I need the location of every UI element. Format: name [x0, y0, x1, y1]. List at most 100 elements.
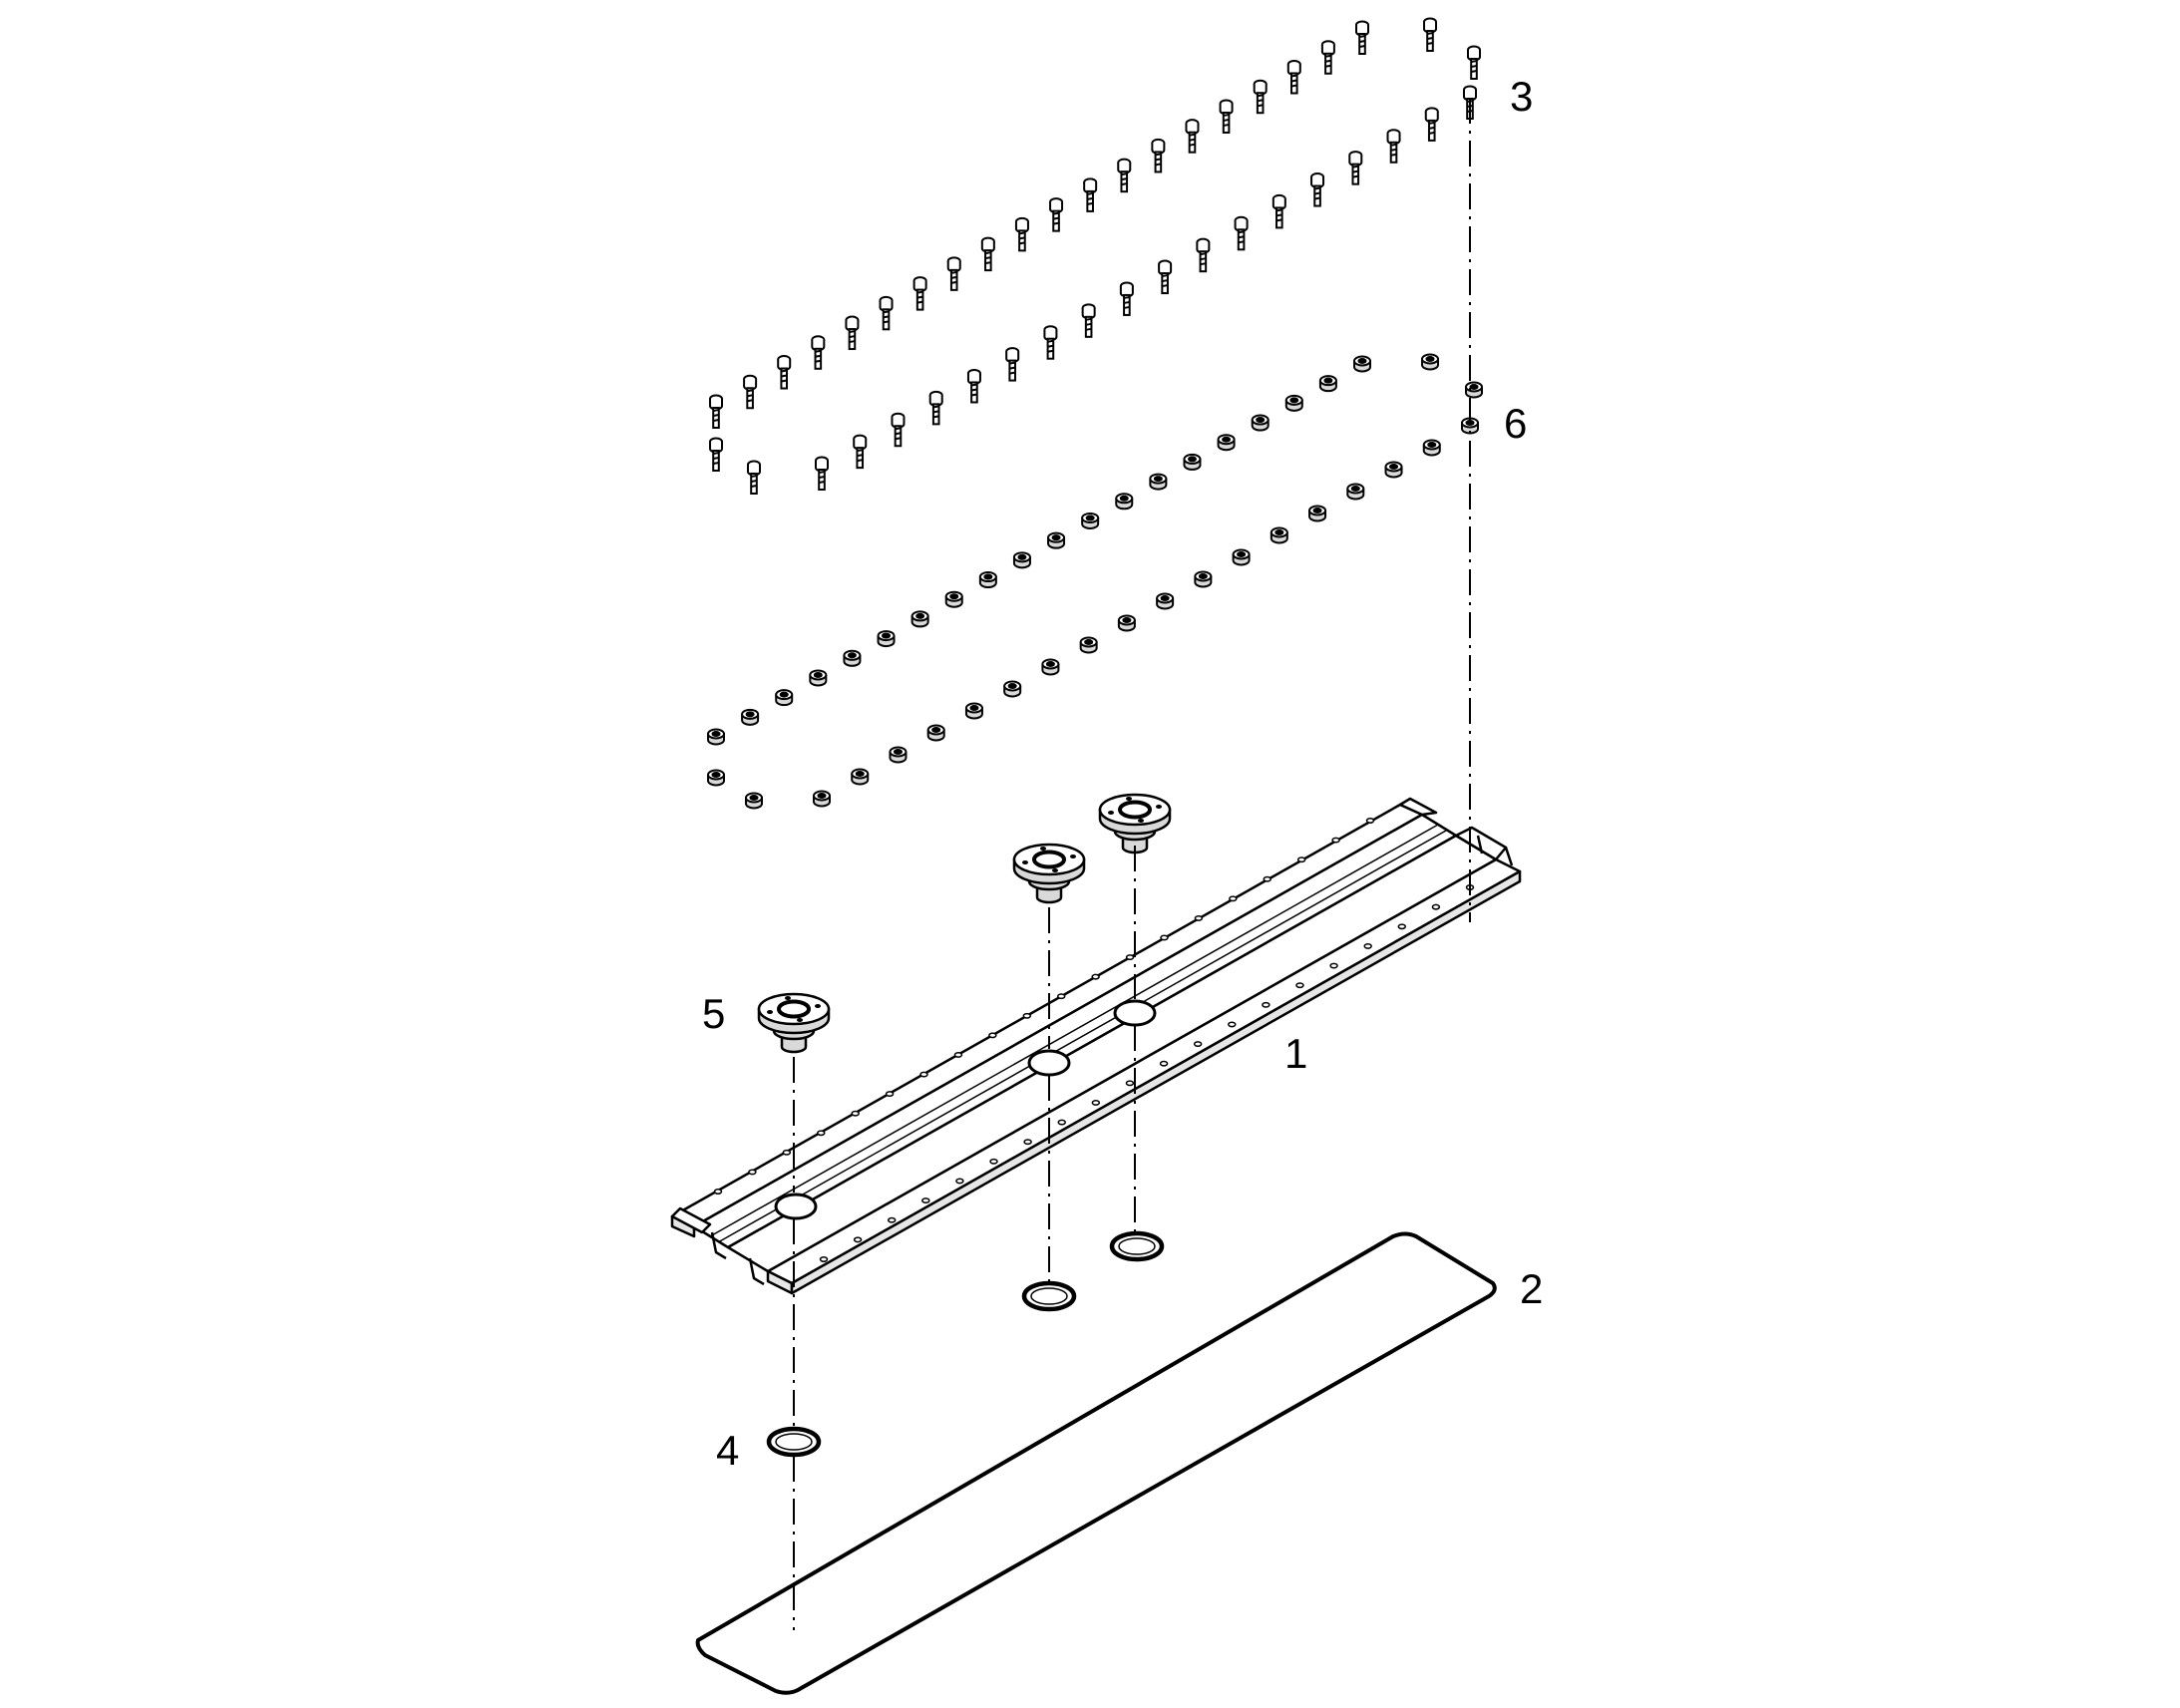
washer-icon: [1353, 355, 1371, 373]
screw-hole: [1229, 895, 1238, 902]
screw-hole: [819, 1256, 829, 1262]
washer-icon: [1308, 505, 1327, 522]
right-rail-top: [766, 857, 1522, 1285]
washer-icon: [851, 768, 870, 786]
screw-icon: [811, 335, 826, 370]
screw-icon: [1386, 129, 1401, 164]
screw-hole: [1091, 1099, 1101, 1106]
washer-icon: [926, 724, 945, 742]
callout-1: 1: [1284, 1030, 1308, 1077]
screw-hole: [885, 1091, 895, 1098]
screw-icon: [1083, 177, 1098, 212]
screw-icon: [1355, 20, 1369, 55]
screw-icon: [1119, 281, 1134, 316]
screw-hole: [1125, 1080, 1135, 1087]
washer-icon: [1003, 680, 1022, 698]
screw-icon: [747, 460, 761, 495]
screw-hole: [988, 1032, 997, 1039]
screw-icon: [1286, 59, 1301, 95]
washer-icon: [1149, 473, 1168, 491]
washer-icon: [1284, 394, 1303, 412]
callout-5: 5: [702, 990, 726, 1037]
screw-hole: [1363, 942, 1372, 949]
screw-hole: [887, 1216, 897, 1223]
screw-hole: [851, 1110, 860, 1117]
screw-hole: [1125, 954, 1135, 961]
washer-icon: [978, 571, 997, 588]
washer-icon: [707, 728, 725, 746]
screw-icon: [1272, 193, 1286, 229]
screw-hole: [1228, 1021, 1237, 1028]
screw-hole: [1194, 914, 1204, 921]
flange-fitting-icon: [1098, 793, 1172, 854]
washer-icon: [1346, 483, 1365, 501]
screw-hole: [1329, 962, 1338, 969]
screw-hole: [1296, 856, 1306, 863]
washer-icon: [889, 746, 908, 764]
washer-icon: [964, 702, 983, 720]
screw-icon: [1014, 216, 1029, 252]
washer-icon: [1422, 439, 1441, 457]
screw-hole: [1023, 1139, 1032, 1146]
right-rail-long-side: [790, 869, 1522, 1295]
washer-icon: [809, 669, 828, 687]
screw-icon: [891, 412, 906, 448]
screw-icon: [1467, 45, 1481, 80]
screw-icon: [1348, 151, 1363, 185]
washer-icon: [745, 792, 763, 810]
washer-icon: [1156, 592, 1175, 610]
screw-icon: [1423, 17, 1437, 52]
screw-hole: [1057, 1119, 1066, 1126]
flange-fittings: [757, 793, 1172, 1054]
washer-icon: [1081, 512, 1100, 529]
washer-icon: [1194, 570, 1213, 588]
callout-4: 4: [716, 1427, 740, 1474]
screw-icon: [1158, 259, 1173, 295]
screw-icon: [777, 355, 792, 390]
screw-icon: [1424, 107, 1439, 142]
screw-hole: [1431, 903, 1441, 910]
washer-icon: [1041, 658, 1060, 676]
washer-icon: [1251, 414, 1270, 432]
screw-icon: [1005, 347, 1020, 382]
screw-hole: [1159, 1060, 1169, 1067]
screw-icon: [879, 295, 894, 331]
screw-icon: [1253, 79, 1268, 115]
o-rings: [766, 1230, 1165, 1458]
callout-3: 3: [1510, 73, 1534, 120]
screw-icon: [980, 236, 995, 272]
washer-icon: [1318, 375, 1337, 393]
washer-icon: [1012, 551, 1031, 569]
screw-icon: [1219, 99, 1234, 134]
washer-icon: [1217, 434, 1236, 452]
screw-icon: [966, 368, 981, 404]
screw-hole: [1365, 818, 1375, 824]
washer-icon: [1047, 531, 1066, 549]
screw-icon: [1081, 303, 1096, 338]
screw-icon: [743, 374, 758, 410]
washer-icon: [944, 590, 963, 608]
screw-icon: [1320, 40, 1335, 75]
screw-row-back: [709, 17, 1481, 429]
flange-fitting-icon: [1012, 843, 1086, 904]
rail-holes-left: [713, 818, 1375, 1195]
screw-icon: [1151, 138, 1166, 173]
washer-icon: [843, 649, 862, 667]
washer-icon: [1465, 381, 1483, 399]
screw-icon: [1117, 158, 1132, 193]
washer-icon: [1117, 614, 1136, 632]
washer-icon: [877, 630, 896, 648]
screw-hole: [1160, 934, 1169, 941]
washer-icon: [813, 790, 831, 808]
washer-icon: [1183, 453, 1202, 471]
screw-icon: [1196, 237, 1211, 273]
screw-icon: [1043, 325, 1058, 360]
screw-icon: [946, 256, 961, 291]
screw-hole: [1262, 1001, 1271, 1008]
screw-hole: [955, 1178, 964, 1185]
washer-row-back: [707, 353, 1483, 746]
washer-icon: [1232, 548, 1251, 566]
screw-icon: [815, 456, 829, 491]
washer-icon: [1079, 636, 1098, 654]
